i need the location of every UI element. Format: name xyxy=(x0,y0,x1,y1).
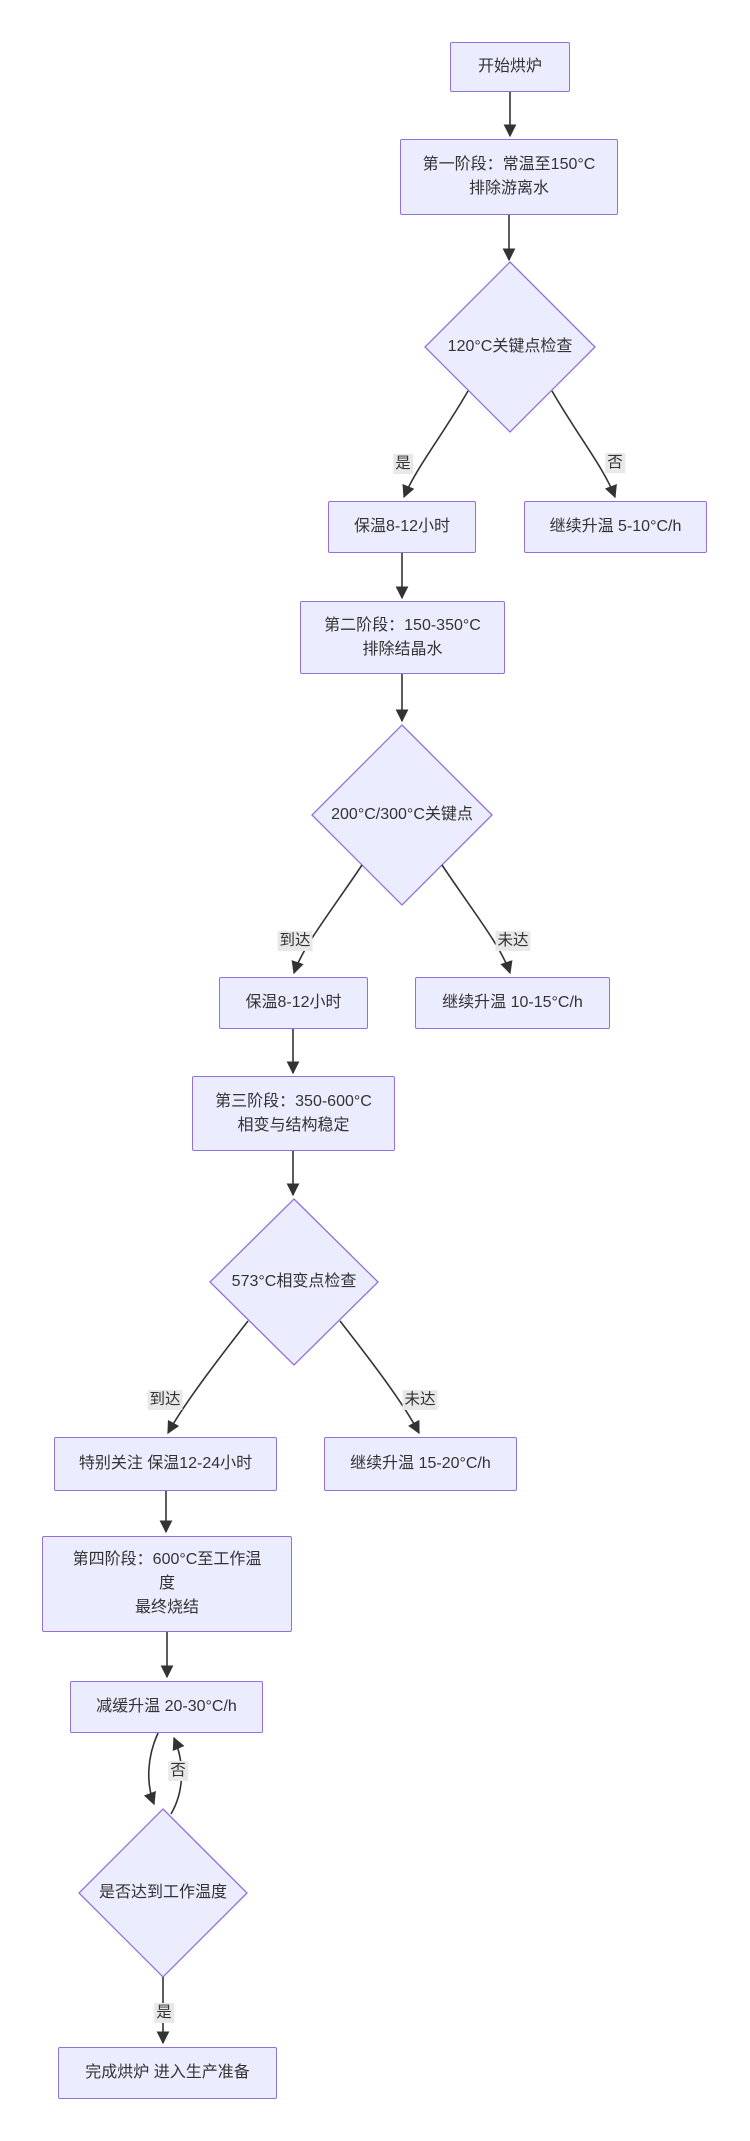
edge-slow-checkwork xyxy=(143,1732,159,1806)
edge-label-no4: 否 xyxy=(168,1761,188,1781)
node-heatup1: 继续升温 5-10°C/h xyxy=(524,501,707,553)
node-hold1: 保温8-12小时 xyxy=(328,501,476,553)
node-stage4-line3: 最终烧结 xyxy=(134,1599,199,1616)
edge-check573-hold3 xyxy=(167,1320,249,1435)
decision-checkwork-label: 是否达到工作温度 xyxy=(98,1884,227,1901)
edge-label-yes1: 是 xyxy=(393,454,413,474)
node-stage3-line1: 第三阶段：350-600°C xyxy=(215,1092,372,1110)
node-slow-heatup: 减缓升温 20-30°C/h xyxy=(70,1681,263,1733)
node-start-label: 开始烘炉 xyxy=(477,58,542,75)
decision-check573-label: 573°C相变点检查 xyxy=(231,1273,357,1290)
edge-label-miss2: 未达 xyxy=(495,931,531,951)
node-heatup2: 继续升温 10-15°C/h xyxy=(415,977,610,1029)
node-heatup2-label: 继续升温 10-15°C/h xyxy=(442,994,583,1011)
node-hold2: 保温8-12小时 xyxy=(219,977,368,1029)
decision-check200-label: 200°C/300°C关键点 xyxy=(331,806,473,823)
node-stage1: 第一阶段：常温至150°C 排除游离水 xyxy=(400,139,618,215)
node-stage1-line1: 第一阶段：常温至150°C xyxy=(422,156,596,173)
node-stage4: 第四阶段：600°C至工作温 度 最终烧结 xyxy=(42,1536,292,1632)
node-stage2: 第二阶段：150-350°C 排除结晶水 xyxy=(300,601,505,674)
node-stage3: 第三阶段：350-600°C 相变与结构稳定 xyxy=(192,1076,395,1151)
node-slow-heatup-label: 减缓升温 20-30°C/h xyxy=(96,1698,237,1715)
edge-check573-heatup3 xyxy=(339,1320,420,1435)
edge-check120-heatup1 xyxy=(551,390,617,499)
node-start: 开始烘炉 xyxy=(450,42,570,92)
edge-label-reach3: 到达 xyxy=(147,1390,183,1410)
node-stage2-line1: 第二阶段：150-350°C xyxy=(324,616,481,634)
node-heatup3: 继续升温 15-20°C/h xyxy=(324,1437,517,1491)
node-stage2-line2: 排除结晶水 xyxy=(362,640,443,658)
edge-check120-hold1 xyxy=(402,390,469,499)
node-hold3-label: 特别关注 保温12-24小时 xyxy=(78,1455,253,1472)
edge-label-yes4: 是 xyxy=(154,2003,174,2023)
node-stage4-line2: 度 xyxy=(158,1575,175,1592)
edge-label-reach2: 到达 xyxy=(277,931,313,951)
node-hold1-label: 保温8-12小时 xyxy=(353,518,451,535)
decision-check120-shape xyxy=(424,261,596,433)
decision-check120-label: 120°C关键点检查 xyxy=(447,338,573,355)
node-heatup3-label: 继续升温 15-20°C/h xyxy=(350,1455,491,1472)
node-hold3: 特别关注 保温12-24小时 xyxy=(54,1437,277,1491)
node-stage4-line1: 第四阶段：600°C至工作温 xyxy=(72,1551,262,1568)
node-finish: 完成烘炉 进入生产准备 xyxy=(58,2047,277,2099)
node-heatup1-label: 继续升温 5-10°C/h xyxy=(549,518,682,535)
edge-check200-heatup2 xyxy=(441,864,513,975)
node-stage1-line2: 排除游离水 xyxy=(468,180,549,197)
node-hold2-label: 保温8-12小时 xyxy=(245,994,342,1011)
node-finish-label: 完成烘炉 进入生产准备 xyxy=(85,2064,250,2081)
decision-check200-shape xyxy=(311,724,493,906)
node-stage3-line2: 相变与结构稳定 xyxy=(237,1116,350,1134)
edge-check200-hold2 xyxy=(291,864,363,975)
edge-label-no1: 否 xyxy=(605,453,625,473)
decision-check573-shape xyxy=(209,1198,379,1366)
edge-label-miss3: 未达 xyxy=(402,1390,438,1410)
